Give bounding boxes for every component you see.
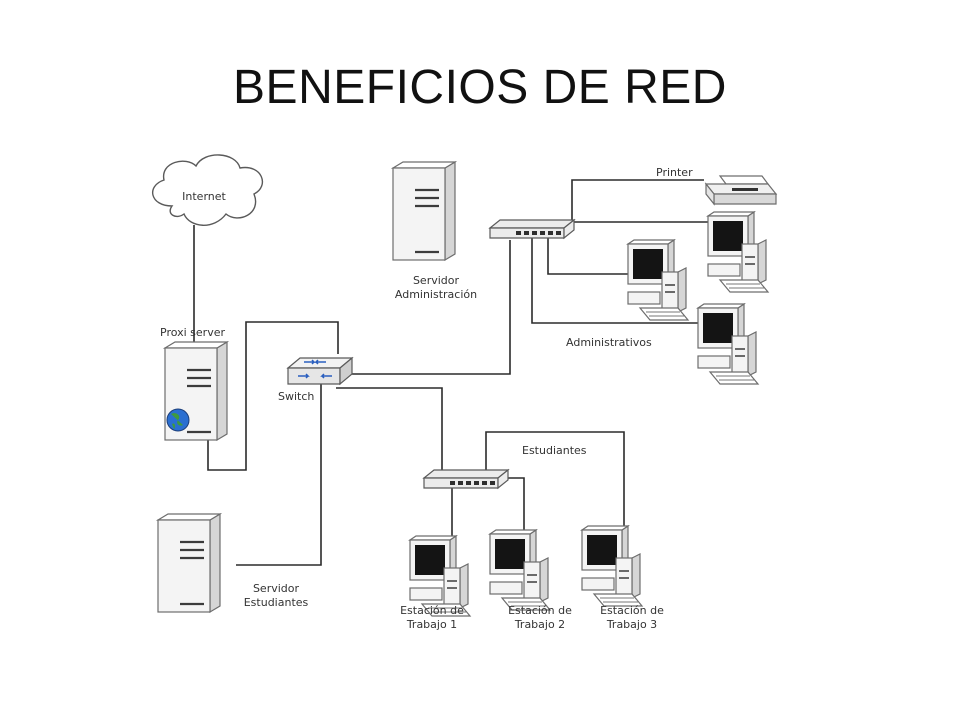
- slide-title: BENEFICIOS DE RED: [233, 61, 727, 114]
- student-hub-icon: [423, 469, 509, 489]
- student-workstation-3: [581, 525, 643, 607]
- proxy-server-icon: [163, 340, 229, 442]
- network-links: [193, 179, 741, 566]
- admin-server-label-line1: Servidor: [413, 274, 460, 287]
- estudiantes-label: Estudiantes: [522, 444, 587, 457]
- admin-workstation-2: [627, 239, 689, 321]
- workstation-2-label-line1: Estación de: [508, 604, 572, 617]
- workstation-1-label-line1: Estación de: [400, 604, 464, 617]
- workstation-3-label-line1: Estación de: [600, 604, 664, 617]
- printer-label: Printer: [656, 166, 693, 179]
- admin-server-icon: [391, 160, 457, 262]
- internet-label: Internet: [182, 190, 226, 203]
- admin-server-label-line2: Administración: [395, 288, 477, 301]
- admin-workstation-3: [697, 303, 759, 385]
- switch-label: Switch: [278, 390, 314, 403]
- student-server-icon: [156, 512, 222, 614]
- workstation-1-label-line2: Trabajo 1: [406, 618, 457, 631]
- administrativos-label: Administrativos: [566, 336, 652, 349]
- printer-icon: [704, 175, 778, 206]
- internet-cloud: Internet: [152, 154, 264, 226]
- student-workstation-2: [489, 529, 551, 611]
- workstation-2-label-line2: Trabajo 2: [514, 618, 565, 631]
- admin-hub-icon: [489, 219, 575, 239]
- student-server-label-line2: Estudiantes: [244, 596, 309, 609]
- student-server-label-line1: Servidor: [253, 582, 300, 595]
- switch-icon: [286, 356, 354, 386]
- proxy-server-label: Proxi server: [160, 326, 225, 339]
- admin-workstation-1: [707, 211, 769, 293]
- workstation-3-label-line2: Trabajo 3: [606, 618, 657, 631]
